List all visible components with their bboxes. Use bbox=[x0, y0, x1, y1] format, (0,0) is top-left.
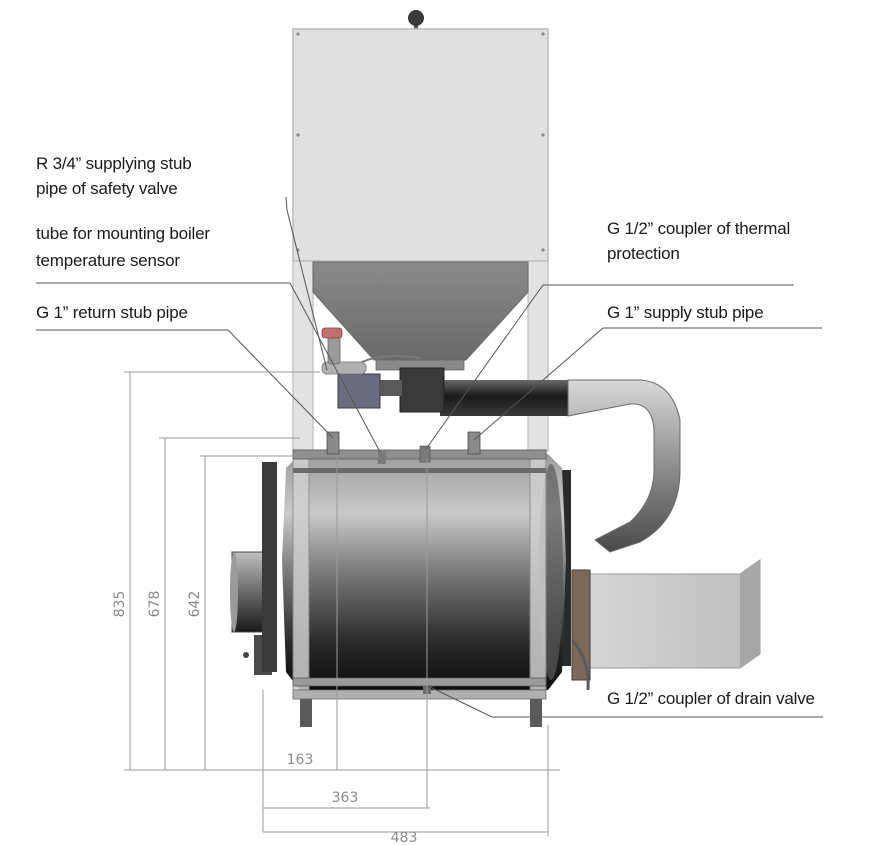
fuel-feed-tube bbox=[440, 379, 681, 553]
label-safety-valve-line1: R 3/4” supplying stub bbox=[36, 154, 192, 173]
leader-lines bbox=[36, 196, 823, 718]
burner-unit bbox=[570, 559, 761, 691]
label-safety-valve-line2: pipe of safety valve bbox=[36, 179, 178, 198]
label-drain-valve: G 1/2” coupler of drain valve bbox=[607, 689, 815, 708]
boiler-drum bbox=[262, 431, 571, 727]
width-dimensions bbox=[240, 725, 549, 836]
label-temp-sensor-line1: tube for mounting boiler bbox=[36, 224, 210, 243]
dim-height-642: 642 bbox=[187, 591, 203, 618]
safety-valve bbox=[321, 327, 367, 375]
label-return-pipe: G 1” return stub pipe bbox=[36, 303, 188, 322]
label-thermal-line1: G 1/2” coupler of thermal bbox=[607, 219, 791, 238]
dim-width-363: 363 bbox=[332, 790, 359, 806]
fuel-hopper bbox=[292, 28, 549, 452]
height-dimensions bbox=[124, 371, 560, 771]
dim-width-163: 163 bbox=[287, 752, 314, 768]
dim-height-835: 835 bbox=[112, 591, 128, 618]
label-thermal-line2: protection bbox=[607, 244, 680, 263]
hopper-lid-knob bbox=[408, 10, 424, 30]
dim-height-678: 678 bbox=[147, 591, 163, 618]
label-temp-sensor-line2: temperature sensor bbox=[36, 251, 180, 270]
feeder-motor bbox=[337, 355, 445, 413]
dim-width-483: 483 bbox=[391, 830, 418, 845]
label-supply-pipe: G 1” supply stub pipe bbox=[607, 303, 764, 322]
